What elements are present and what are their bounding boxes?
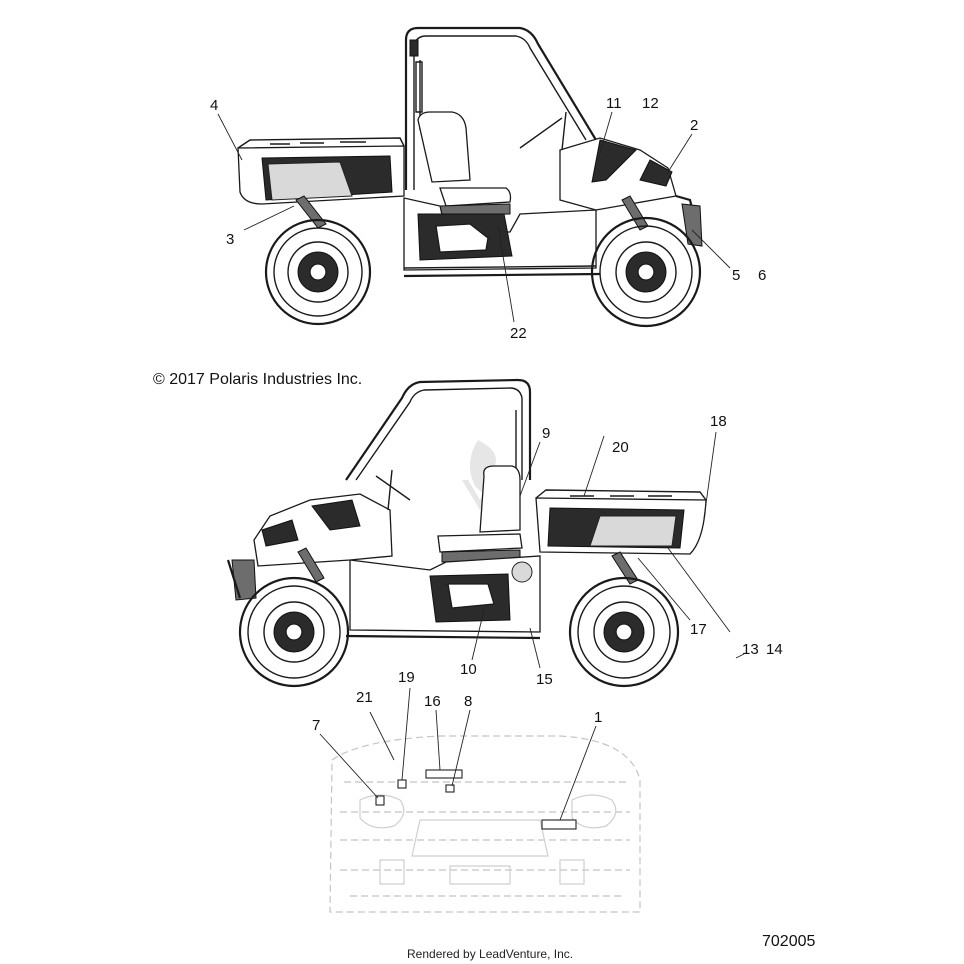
front-wheel-bottom (238, 576, 350, 688)
callout-17: 17 (690, 621, 707, 638)
callout-8: 8 (464, 693, 472, 710)
callout-3: 3 (226, 231, 234, 248)
callout-11: 11 (606, 95, 622, 112)
callout-18: 18 (710, 413, 727, 430)
decal-1 (541, 819, 577, 830)
render-credit: Rendered by LeadVenture, Inc. (407, 947, 573, 961)
leader-lines (217, 111, 745, 821)
callout-20: 20 (612, 439, 629, 456)
vehicle-hood-ghost-view (329, 735, 641, 913)
front-wheel-top (590, 216, 702, 328)
vehicle-side-view-right (237, 26, 703, 328)
rear-wheel-top (264, 218, 372, 326)
callout-labels: 4 3 11 12 2 5 6 22 18 9 20 17 13 14 10 1… (210, 95, 783, 734)
callout-19: 19 (398, 669, 415, 686)
callout-6: 6 (758, 267, 766, 284)
callout-1: 1 (594, 709, 602, 726)
decal-7 (375, 795, 385, 806)
callout-12: 12 (642, 95, 659, 112)
callout-22: 22 (510, 325, 527, 342)
vehicle-side-view-left (226, 378, 707, 688)
decal-16 (425, 769, 463, 779)
decal-8 (445, 784, 455, 793)
callout-5: 5 (732, 267, 740, 284)
callout-13: 13 (742, 641, 759, 658)
callout-15: 15 (536, 671, 553, 688)
callout-21: 21 (356, 689, 373, 706)
diagram-number: 702005 (762, 933, 815, 950)
callout-7: 7 (312, 717, 320, 734)
copyright-notice: © 2017 Polaris Industries Inc. (153, 371, 362, 388)
rear-wheel-bottom (568, 576, 680, 688)
callout-10: 10 (460, 661, 477, 678)
callout-14: 14 (766, 641, 783, 658)
decal-19 (397, 779, 407, 789)
callout-2: 2 (690, 117, 698, 134)
callout-4: 4 (210, 97, 218, 114)
callout-9: 9 (542, 425, 550, 442)
callout-16: 16 (424, 693, 441, 710)
